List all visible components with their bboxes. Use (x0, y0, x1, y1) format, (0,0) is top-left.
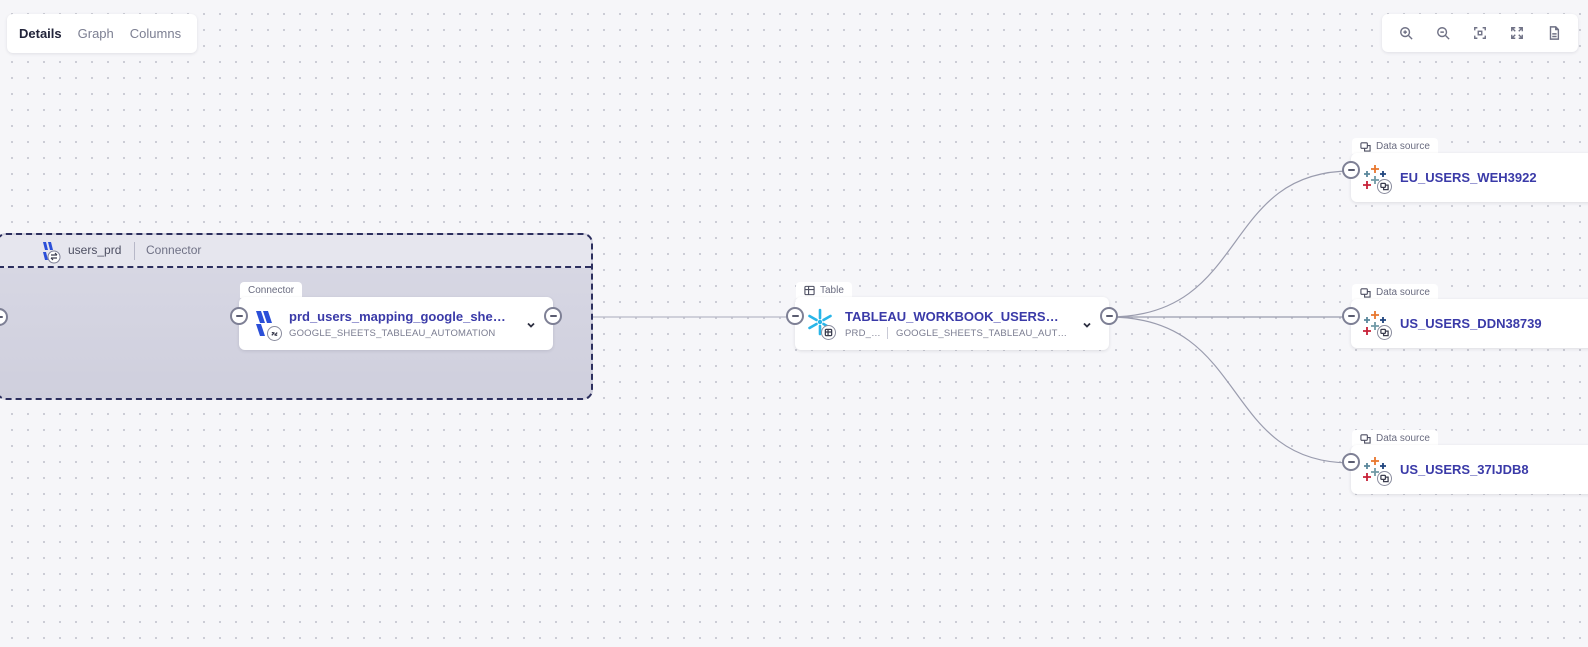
tab-graph[interactable]: Graph (77, 26, 114, 41)
subtitle-divider (887, 327, 888, 339)
group-header[interactable]: users_prd Connector (0, 235, 591, 268)
connector-input-handle[interactable] (230, 307, 248, 325)
chevron-down-icon[interactable] (1081, 318, 1093, 330)
fivetran-icon (40, 240, 62, 264)
chevron-down-icon[interactable] (525, 318, 537, 330)
table-icon (804, 285, 815, 295)
tab-columns[interactable]: Columns (129, 26, 182, 41)
table-output-handle[interactable] (1100, 307, 1118, 325)
table-node[interactable]: TABLEAU_WORKBOOK_USERS_MAPPING PRD_EXTER… (795, 297, 1109, 350)
node-subtitle: GOOGLE_SHEETS_TABLEAU_AUTOMATION (289, 328, 496, 339)
datasource-badge-icon (1377, 179, 1392, 194)
tableau-icon (1361, 164, 1389, 192)
connector-node[interactable]: prd_users_mapping_google_sheets_tableau_… (239, 297, 553, 350)
zoom-out-button[interactable] (1429, 19, 1457, 47)
node-type-tag: Connector (240, 282, 303, 298)
zoom-out-icon (1437, 27, 1450, 40)
edge-table-to-eu-users (1108, 170, 1352, 318)
datasource-icon (1360, 287, 1371, 298)
node-schema: GOOGLE_SHEETS_TABLEAU_AUTOMATION (896, 328, 1068, 339)
fivetran-icon (253, 309, 283, 339)
graph-toolbar (1382, 14, 1578, 52)
sync-badge-icon (267, 326, 282, 341)
node-database: PRD_EXTERNAL (845, 328, 881, 339)
csv-export-button[interactable] (1540, 19, 1568, 47)
connector-output-handle[interactable] (544, 307, 562, 325)
datasource-node[interactable]: US_USERS_37IJDB8 (1351, 445, 1588, 494)
datasource-node[interactable]: EU_USERS_WEH3922 (1351, 153, 1588, 202)
csv-export-icon (1549, 26, 1559, 40)
fullscreen-button[interactable] (1503, 19, 1531, 47)
edge-table-to-us-users-37 (1108, 316, 1352, 464)
group-divider (134, 242, 135, 260)
tab-details[interactable]: Details (19, 26, 62, 41)
node-title[interactable]: prd_users_mapping_google_sheets_tableau_… (289, 309, 507, 324)
datasource-badge-icon (1377, 325, 1392, 340)
zoom-in-icon (1400, 27, 1414, 40)
tableau-icon (1361, 310, 1389, 338)
fit-view-button[interactable] (1466, 19, 1494, 47)
node-title[interactable]: EU_USERS_WEH3922 (1400, 170, 1537, 185)
group-title: users_prd (68, 243, 122, 257)
group-type-label: Connector (146, 243, 202, 257)
table-input-handle[interactable] (786, 307, 804, 325)
datasource-input-handle[interactable] (1342, 161, 1360, 179)
tableau-icon (1361, 456, 1389, 484)
connector-group: users_prd Connector (0, 233, 593, 400)
node-title[interactable]: US_USERS_DDN38739 (1400, 316, 1542, 331)
datasource-node[interactable]: US_USERS_DDN38739 (1351, 299, 1588, 348)
datasource-input-handle[interactable] (1342, 453, 1360, 471)
datasource-icon (1360, 433, 1371, 444)
zoom-in-button[interactable] (1392, 19, 1420, 47)
fullscreen-icon (1510, 27, 1523, 39)
datasource-badge-icon (1377, 471, 1392, 486)
datasource-input-handle[interactable] (1342, 307, 1360, 325)
view-tabs: Details Graph Columns (7, 14, 197, 53)
datasource-icon (1360, 141, 1371, 152)
fit-view-icon (1474, 27, 1486, 39)
node-title[interactable]: TABLEAU_WORKBOOK_USERS_MAPPING (845, 309, 1063, 324)
node-type-tag: Data source (1352, 138, 1438, 154)
node-type-tag: Table (796, 282, 852, 298)
node-type-tag: Data source (1352, 430, 1438, 446)
node-type-tag: Data source (1352, 284, 1438, 300)
table-badge-icon (821, 325, 836, 340)
node-title[interactable]: US_USERS_37IJDB8 (1400, 462, 1529, 477)
